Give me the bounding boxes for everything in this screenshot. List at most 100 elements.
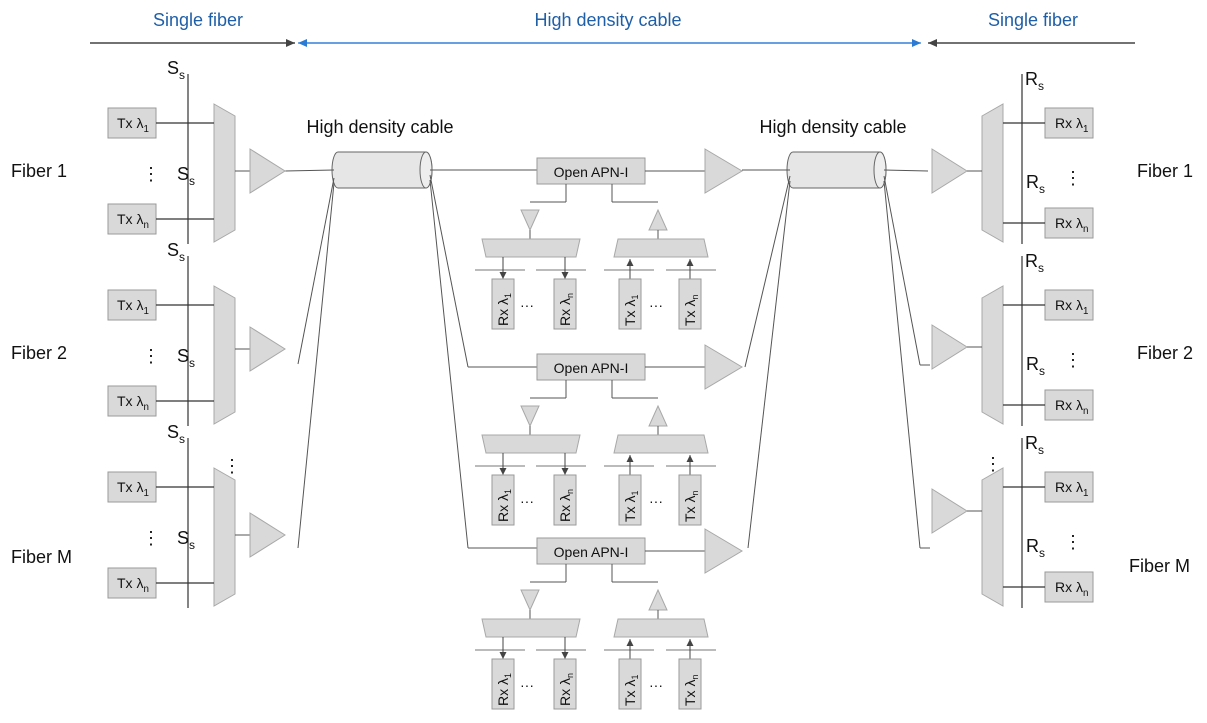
cable-label-left: High density cable [306, 117, 453, 137]
cable-cylinder-left [331, 151, 433, 189]
add-tx-n-label: Tx λn [682, 491, 700, 522]
pre-amplifier [931, 148, 968, 194]
tx-label-1-sub: 1 [143, 124, 148, 135]
add-amplifier [648, 208, 668, 231]
drop-rx-1: Rx λ1 [491, 278, 515, 330]
rx-channel-ellipsis: ⋮ [1064, 168, 1082, 188]
rx-label-n: Rx λn [1055, 215, 1088, 235]
rx-label-1-sub: 1 [1083, 124, 1088, 135]
add-tx-n-sub: n [690, 491, 700, 496]
rx-ellipsis: ··· [520, 297, 534, 313]
header-single-fiber-right: Single fiber [988, 10, 1078, 30]
rx-label-n-text: Rx λ [1055, 215, 1083, 231]
ss-label-mid: Ss [177, 528, 195, 552]
drop-rx-n-label: Rx λn [557, 673, 575, 706]
fiber-label-right-2: Fiber 2 [1137, 343, 1193, 363]
add-tx-1-box [618, 658, 642, 710]
tx-ellipsis: ··· [649, 493, 663, 509]
apn-box [536, 353, 646, 381]
tx-label-1-sub: 1 [143, 306, 148, 317]
rs-letter: R [1026, 354, 1039, 374]
rs-sub: s [1039, 182, 1045, 196]
drop-rx-1-text: Rx λ [495, 494, 511, 522]
ss-letter: S [177, 346, 189, 366]
ss-label-mid: Ss [177, 164, 195, 188]
pre-amplifier [931, 488, 968, 534]
ss-sub: s [189, 174, 195, 188]
rx-box-n [1044, 571, 1094, 603]
right-group-ellipsis: ⋮ [984, 454, 1002, 474]
ss-label-top: Ss [167, 240, 185, 264]
fiber-label-left-2: Fiber 2 [11, 343, 67, 363]
drop-rx-1-box [491, 278, 515, 330]
cable-cylinder-right [786, 151, 887, 189]
drop-rx-n-sub: n [565, 489, 575, 494]
ss-label-top: Ss [167, 422, 185, 446]
tx-label-1: Tx λ1 [117, 479, 149, 499]
rs-sub: s [1039, 546, 1045, 560]
ss-label-top: Ss [167, 58, 185, 82]
add-tx-n-text: Tx λ [682, 680, 698, 706]
add-tx-1: Tx λ1 [618, 658, 642, 710]
ss-sub: s [179, 68, 185, 82]
line-amplifier [704, 528, 743, 574]
add-tx-n: Tx λn [678, 474, 702, 526]
drop-rx-1-text: Rx λ [495, 298, 511, 326]
tx-box-1 [107, 471, 157, 503]
rx-label-1-text: Rx λ [1055, 115, 1083, 131]
rs-letter: R [1025, 69, 1038, 89]
rx-label-n: Rx λn [1055, 579, 1088, 599]
rx-ellipsis: ··· [520, 677, 534, 693]
fiber-label-left-m: Fiber M [11, 547, 72, 567]
tx-multiplexer [213, 103, 236, 243]
rx-box-n [1044, 207, 1094, 239]
tx-box-1 [107, 107, 157, 139]
drop-rx-1-label: Rx λ1 [495, 673, 513, 706]
rx-label-1-sub: 1 [1083, 306, 1088, 317]
tx-ellipsis: ··· [649, 677, 663, 693]
fiber-label-left-1: Fiber 1 [11, 161, 67, 181]
add-tx-n-box [678, 474, 702, 526]
add-tx-1-sub: 1 [630, 295, 640, 300]
apn-label: Open APN-I [554, 164, 629, 180]
add-tx-n-sub: n [690, 295, 700, 300]
header-single-fiber-left: Single fiber [153, 10, 243, 30]
add-tx-1-text: Tx λ [622, 680, 638, 706]
add-tx-1-label: Tx λ1 [622, 491, 640, 522]
add-tx-1-box [618, 278, 642, 330]
rs-sub: s [1038, 443, 1044, 457]
drop-amplifier [520, 589, 540, 612]
apn-label: Open APN-I [554, 360, 629, 376]
rx-demultiplexer [981, 467, 1004, 607]
add-tx-n-text: Tx λ [682, 496, 698, 522]
drop-rx-1-text: Rx λ [495, 678, 511, 706]
rx-label-1-text: Rx λ [1055, 479, 1083, 495]
rx-label-1-text: Rx λ [1055, 297, 1083, 313]
rs-letter: R [1026, 172, 1039, 192]
add-mux [613, 434, 709, 454]
ss-letter: S [167, 58, 179, 78]
drop-rx-1-box [491, 658, 515, 710]
tx-label-n-sub: n [143, 584, 148, 595]
rs-letter: R [1025, 433, 1038, 453]
add-tx-1: Tx λ1 [618, 474, 642, 526]
tx-label-n-text: Tx λ [117, 393, 143, 409]
rs-label-mid: Rs [1026, 172, 1045, 196]
rs-letter: R [1026, 536, 1039, 556]
rx-label-1: Rx λ1 [1055, 479, 1088, 499]
drop-rx-n: Rx λn [553, 278, 577, 330]
tx-label-1-text: Tx λ [117, 115, 143, 131]
drop-rx-n: Rx λn [553, 658, 577, 710]
left-fiber-fanin [284, 169, 540, 549]
add-tx-n-label: Tx λn [682, 675, 700, 706]
rs-label-top: Rs [1025, 69, 1044, 93]
left-group-ellipsis: ⋮ [223, 456, 241, 476]
tx-label-n-text: Tx λ [117, 575, 143, 591]
drop-rx-n-box [553, 474, 577, 526]
